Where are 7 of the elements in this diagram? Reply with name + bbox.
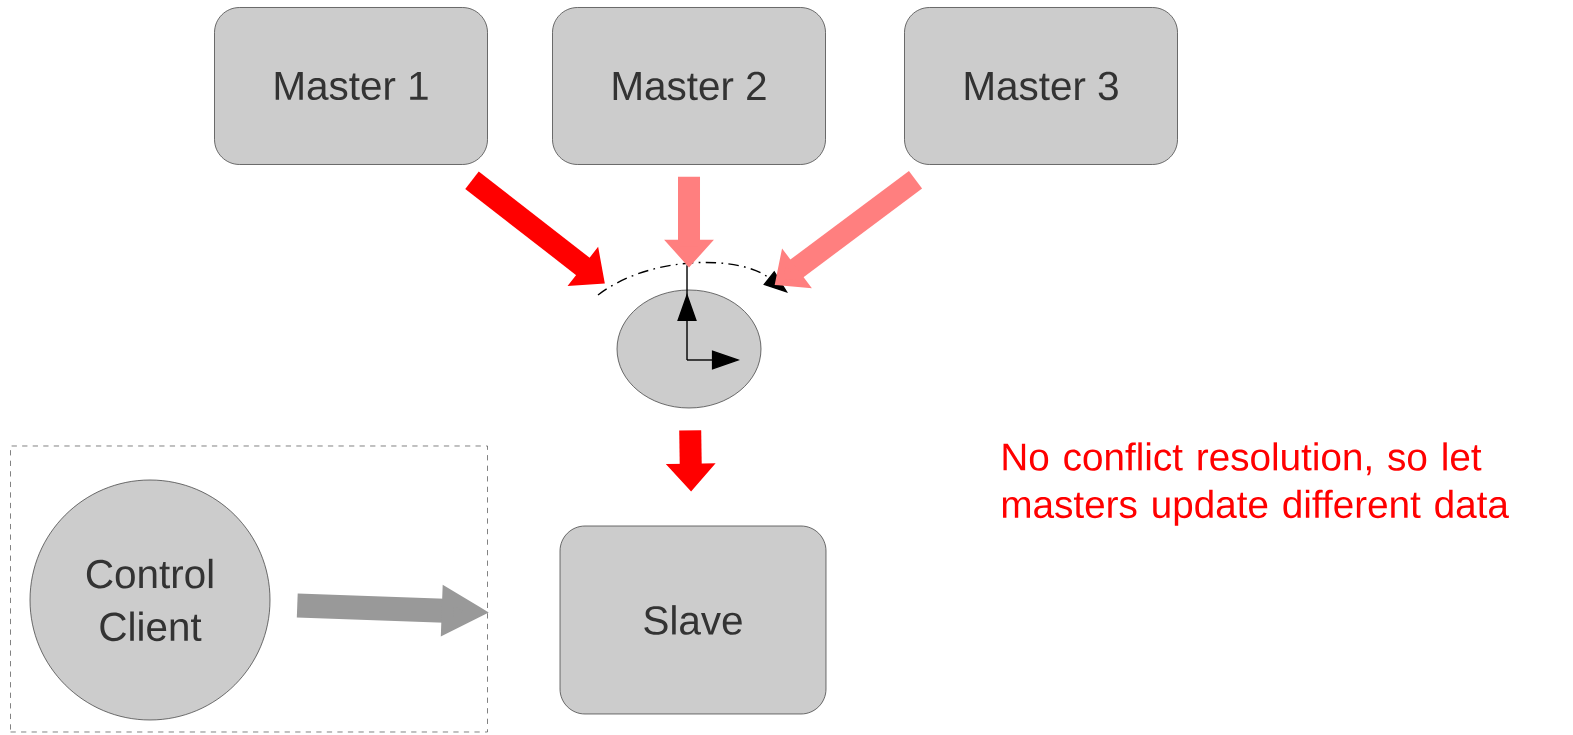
process-box: Slave	[559, 525, 827, 715]
process-box: Master 2	[552, 7, 826, 165]
dashed-frame	[10, 445, 488, 733]
clock-ellipse	[616, 289, 762, 409]
process-box: Master 3	[904, 7, 1178, 165]
note-text: No conflict resolution, so let masters update different data	[1002, 442, 1509, 526]
process-box: Master 1	[214, 7, 488, 165]
